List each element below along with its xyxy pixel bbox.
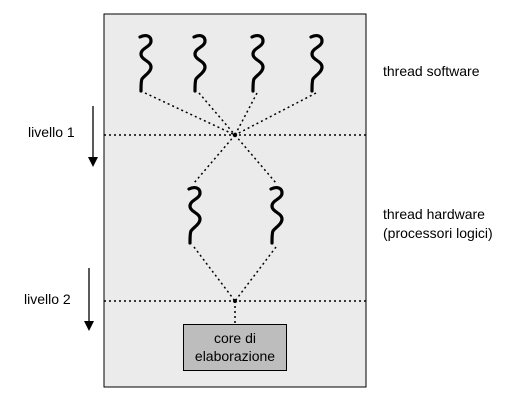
thread-hardware-label: thread hardware xyxy=(383,206,485,222)
level-1-arrow-icon xyxy=(88,106,98,167)
level-1-junction xyxy=(232,132,238,138)
core-label-line-1: core di xyxy=(213,330,257,346)
logical-processors-label: (processori logici) xyxy=(383,225,493,241)
core-label-line-2: elaborazione xyxy=(194,348,276,364)
level-2-label: livello 2 xyxy=(24,291,71,307)
level-2-junction xyxy=(233,299,237,303)
level-2-arrow-icon xyxy=(84,268,94,331)
level-1-label: livello 1 xyxy=(28,124,75,140)
thread-software-label: thread software xyxy=(383,63,480,79)
software-thread-connections xyxy=(144,92,317,136)
processing-core-box: core di elaborazione xyxy=(183,324,287,371)
hardware-thread-connections xyxy=(193,134,277,302)
